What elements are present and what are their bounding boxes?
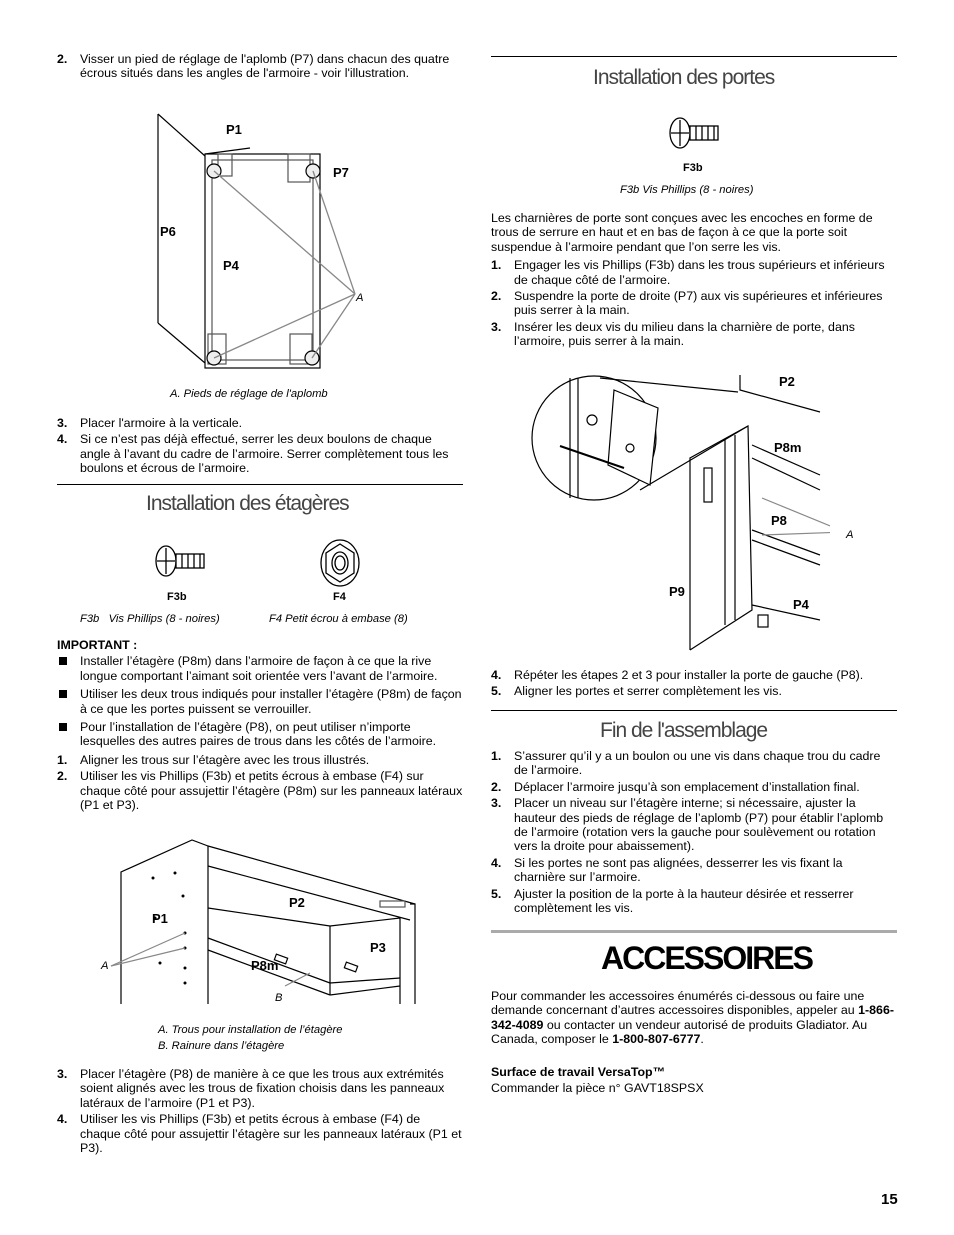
bullet-item: Utiliser les deux trous indiqués pour in… [57, 687, 463, 716]
section-divider [57, 484, 463, 485]
step-text: Si les portes ne sont pas alignées, dess… [514, 855, 843, 885]
step-text: Suspendre la porte de droite (P7) aux vi… [514, 288, 883, 318]
section-title-shelves: Installation des étagères [146, 492, 350, 515]
steps-3-4-shelf: 3. Placer l’étagère (P8) de manière à ce … [57, 1067, 463, 1155]
shelf-installation-figure [110, 839, 416, 1004]
step-text: Visser un pied de réglage de l'aplomb (P… [80, 52, 450, 81]
step-number: 5. [491, 886, 502, 901]
section-divider [491, 710, 897, 711]
section-divider-heavy [491, 930, 897, 933]
step-number: 4. [491, 855, 502, 870]
step-number: 2. [491, 288, 502, 303]
step-text: Placer l'armoire à la verticale. [80, 416, 243, 430]
step-text: Insérer les deux vis du milieu dans la c… [514, 319, 855, 349]
part-code: F3b [80, 613, 100, 625]
label-b: B [275, 992, 283, 1004]
figure-caption: A. Pieds de réglage de l'aplomb [170, 388, 328, 400]
phone-number: 1-800-807-6777 [612, 1032, 701, 1047]
step-number: 3. [57, 1067, 68, 1081]
doors-intro-steps: Les charnières de porte sont conçues ave… [491, 211, 897, 349]
page-number: 15 [881, 1191, 898, 1208]
product-part: Commander la pièce n° GAVT18SPSX [491, 1080, 704, 1095]
step-text: Placer l’étagère (P8) de manière à ce qu… [80, 1067, 445, 1110]
part-desc: Vis Phillips (8 - noires) [108, 613, 220, 625]
step-number: 3. [491, 796, 502, 811]
step-text: Placer un niveau sur l’étagère interne; … [514, 796, 884, 854]
important-block: IMPORTANT : Installer l’étagère (P8m) da… [57, 638, 463, 812]
step-2: 2. Visser un pied de réglage de l'aplomb … [57, 52, 463, 81]
label-p9: P9 [669, 584, 685, 599]
step-text: Utiliser les vis Phillips (F3b) et petit… [80, 1112, 462, 1155]
section-divider [491, 56, 897, 57]
important-label: IMPORTANT : [57, 638, 138, 652]
label-p2: P2 [779, 374, 795, 389]
step-number: 4. [57, 1112, 68, 1127]
step-text: Engager les vis Phillips (F3b) dans les … [514, 258, 885, 287]
label-p8m: P8m [774, 440, 802, 455]
door-installation-figure [531, 375, 830, 651]
label-a: A [356, 292, 364, 304]
step-number: 4. [491, 668, 502, 682]
step-text: S’assurer qu’il y a un boulon ou une vis… [514, 749, 881, 778]
step-number: 4. [57, 432, 68, 447]
phone-number: 1-866-342-4089 [491, 1003, 894, 1032]
section-title-doors: Installation des portes [593, 66, 775, 89]
label-p8: P8 [771, 513, 787, 528]
cabinet-leveling-feet-figure [157, 113, 356, 369]
label-p6: P6 [160, 224, 176, 239]
label-a: A [101, 960, 109, 972]
label-p4: P4 [793, 597, 809, 612]
product-name: Surface de travail VersaTop™ [491, 1064, 666, 1079]
label-a: A [846, 529, 854, 541]
label-p4: P4 [223, 258, 239, 273]
intro-text: Les charnières de porte sont conçues ave… [491, 211, 873, 254]
accessories-text: Pour commander les accessoires énumérés … [491, 989, 894, 1047]
part-label-f3b: F3b [683, 162, 703, 174]
step-text: Aligner les portes et serrer complètemen… [514, 684, 782, 699]
step-number: 1. [57, 752, 68, 767]
section-title-finish: Fin de l'assemblage [600, 719, 768, 742]
step-number: 1. [491, 258, 502, 273]
bullet-item: Installer l’étagère (P8m) dans l’armoire… [57, 654, 463, 683]
step-text: Déplacer l’armoire jusqu’à son emplaceme… [514, 779, 860, 794]
label-p1: P1 [226, 122, 242, 137]
step-number: 2. [57, 769, 68, 784]
flange-nut-icon [320, 539, 360, 587]
phillips-screw-icon [155, 545, 205, 577]
label-p1: P1 [152, 911, 168, 926]
figure-caption-b: B. Rainure dans l’étagère [158, 1040, 285, 1052]
part-caption-f3b: F3b Vis Phillips (8 - noires) [620, 184, 754, 196]
step-number: 3. [57, 416, 68, 430]
part-label-f3b: F3b [167, 591, 187, 603]
step-text: Utiliser les vis Phillips (F3b) et petit… [80, 769, 463, 812]
step-number: 2. [57, 52, 68, 66]
accessories-intro: Pour commander les accessoires énumérés … [491, 989, 897, 1095]
part-caption-f4: F4 Petit écrou à embase (8) [269, 613, 408, 625]
label-p8m: P8m [251, 958, 279, 973]
step-number: 5. [491, 684, 502, 699]
label-p3: P3 [370, 940, 386, 955]
step-text: Si ce n’est pas déjà effectué, serrer le… [80, 432, 449, 476]
step-text: Aligner les trous sur l’étagère avec les… [80, 752, 370, 767]
section-title-accessories: ACCESSOIRES [601, 940, 814, 976]
steps-3-4: 3. Placer l'armoire à la verticale. 4. Si … [57, 416, 463, 476]
label-p2: P2 [289, 895, 305, 910]
step-text: Répéter les étapes 2 et 3 pour installer… [514, 668, 864, 682]
part-caption-f3b: F3b Vis Phillips (8 - noires) [80, 613, 220, 626]
bullet-item: Pour l’installation de l’étagère (P8), o… [57, 720, 463, 749]
finish-steps: 1. S’assurer qu’il y a un boulon ou une v… [491, 749, 897, 915]
step-number: 3. [491, 319, 502, 334]
figure-caption-a: A. Trous pour installation de l’étagère [158, 1024, 343, 1036]
part-label-f4: F4 [333, 591, 346, 603]
step-text: Ajuster la position de la porte à la hau… [514, 886, 854, 915]
label-p7: P7 [333, 165, 349, 180]
step-number: 2. [491, 779, 502, 794]
door-steps-4-5: 4. Répéter les étapes 2 et 3 pour install… [491, 668, 897, 699]
phillips-screw-icon [669, 117, 719, 149]
step-number: 1. [491, 749, 502, 763]
